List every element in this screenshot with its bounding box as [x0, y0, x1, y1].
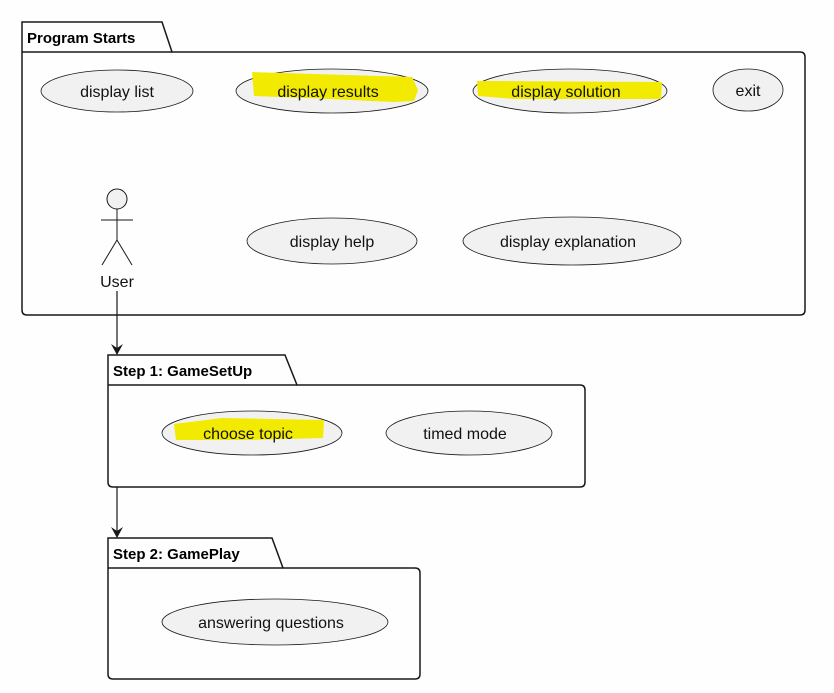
usecase-display-solution: display solution — [472, 68, 668, 114]
highlight-mark — [252, 72, 418, 102]
usecase-display-explanation: display explanation — [462, 216, 682, 266]
usecase-answering-questions: answering questions — [161, 598, 389, 646]
package-step2-gameplay: Step 2: GamePlay answering questions — [107, 537, 421, 680]
package-title: Step 1: GameSetUp — [113, 363, 252, 380]
package-frame — [107, 537, 421, 680]
usecase-label: exit — [736, 83, 761, 100]
usecase-display-results: display results — [235, 68, 429, 114]
usecase-exit: exit — [712, 68, 784, 112]
highlight-mark — [477, 81, 662, 99]
package-program-starts: Program Starts display list display resu… — [21, 21, 806, 316]
package-frame — [21, 21, 806, 316]
usecase-label: display help — [290, 234, 375, 251]
usecase-label: timed mode — [423, 426, 507, 443]
actor-label: User — [100, 274, 134, 291]
usecase-label: display results — [277, 84, 378, 101]
usecase-display-help: display help — [246, 217, 418, 265]
package-frame — [107, 354, 586, 488]
package-title: Step 2: GamePlay — [113, 546, 240, 563]
usecase-label: choose topic — [203, 426, 293, 443]
usecase-display-list: display list — [40, 69, 194, 113]
usecase-label: display solution — [511, 84, 620, 101]
usecase-label: display explanation — [500, 234, 636, 251]
actor-user: User — [100, 188, 135, 291]
usecase-timed-mode: timed mode — [385, 410, 553, 456]
usecase-choose-topic: choose topic — [161, 410, 343, 456]
usecase-label: display list — [80, 84, 154, 101]
package-title: Program Starts — [27, 30, 135, 47]
package-step1-gamesetup: Step 1: GameSetUp choose topic timed mod… — [107, 354, 586, 488]
usecase-label: answering questions — [198, 615, 344, 632]
highlight-mark — [174, 418, 324, 440]
